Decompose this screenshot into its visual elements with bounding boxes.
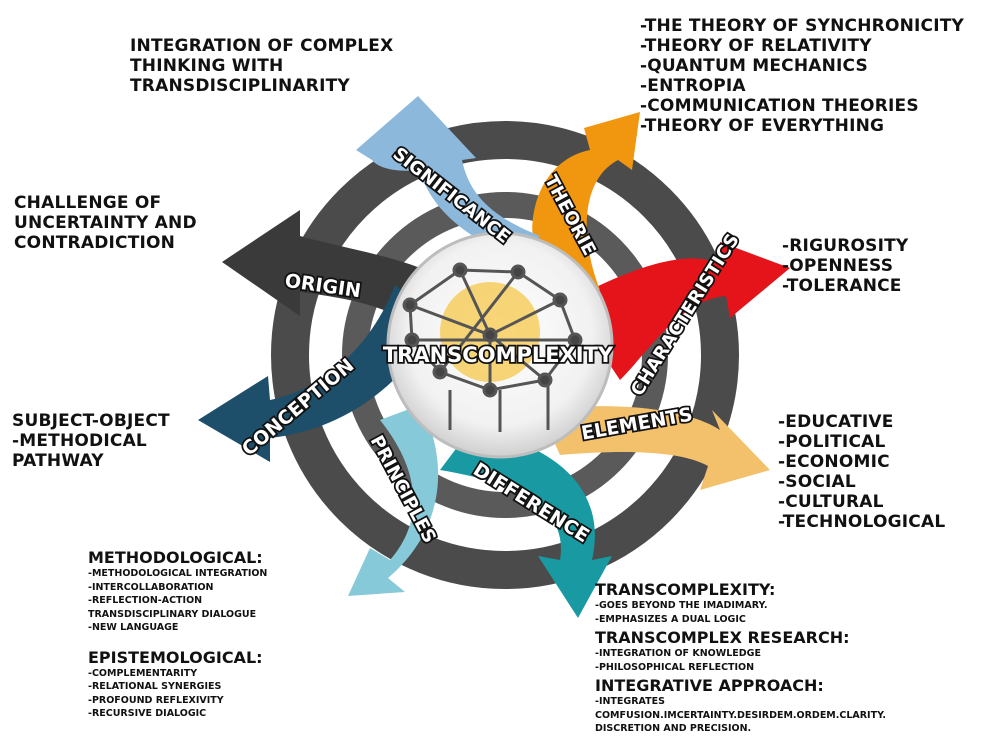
arrow-conception [198, 285, 440, 462]
network-icon [402, 262, 583, 432]
transcomplex-research-items: -INTEGRATION OF KNOWLEDGE -PHILOSOPHICAL… [595, 648, 761, 673]
arrow-origin [222, 210, 425, 318]
transcomplexity-heading: TRANSCOMPLEXITY: [595, 580, 776, 599]
methodological-items: -METHODOLOGICAL INTEGRATION -INTERCOLLAB… [88, 568, 268, 633]
theorie-text: -THE THEORY OF SYNCHRONICITY -THEORY OF … [640, 16, 965, 136]
integrative-approach-items: -INTEGRATES COMFUSION.IMCERTAINTY.DESIRD… [595, 696, 886, 734]
integrative-approach-heading: INTEGRATIVE APPROACH: [595, 676, 824, 695]
difference-text: TRANSCOMPLEXITY: -GOES BEYOND THE IMADIM… [595, 581, 886, 736]
arrow-principles [348, 405, 439, 596]
outer-ring [271, 121, 739, 589]
arrow-significance [356, 96, 540, 260]
principles-text: METHODOLOGICAL: -METHODOLOGICAL INTEGRAT… [88, 549, 267, 721]
epistemological-heading: EPISTEMOLOGICAL: [88, 647, 263, 667]
arrow-difference [440, 430, 612, 618]
transcomplexity-items: -GOES BEYOND THE IMADIMARY. -EMPHASIZES … [595, 600, 768, 625]
methodological-heading: METHODOLOGICAL: [88, 548, 263, 567]
significance-text: INTEGRATION OF COMPLEX THINKING WITH TRA… [130, 36, 394, 96]
conception-text: SUBJECT-OBJECT -METHODICAL PATHWAY [12, 411, 170, 471]
origin-text: CHALLENGE OF UNCERTAINTY AND CONTRADICTI… [14, 193, 197, 253]
arrow-characteristics [590, 242, 790, 380]
elements-text: -EDUCATIVE -POLITICAL -ECONOMIC -SOCIAL … [778, 412, 946, 532]
arrow-elements [540, 406, 770, 490]
arrow-theorie [532, 112, 640, 290]
epistemological-items: -COMPLEMENTARITY -RELATIONAL SYNERGIES -… [88, 667, 224, 720]
transcomplex-research-heading: TRANSCOMPLEX RESEARCH: [595, 628, 850, 647]
characteristics-text: -RIGUROSITY -OPENNESS -TOLERANCE [782, 236, 909, 296]
center-label: TRANSCOMPLEXITY [383, 343, 614, 367]
